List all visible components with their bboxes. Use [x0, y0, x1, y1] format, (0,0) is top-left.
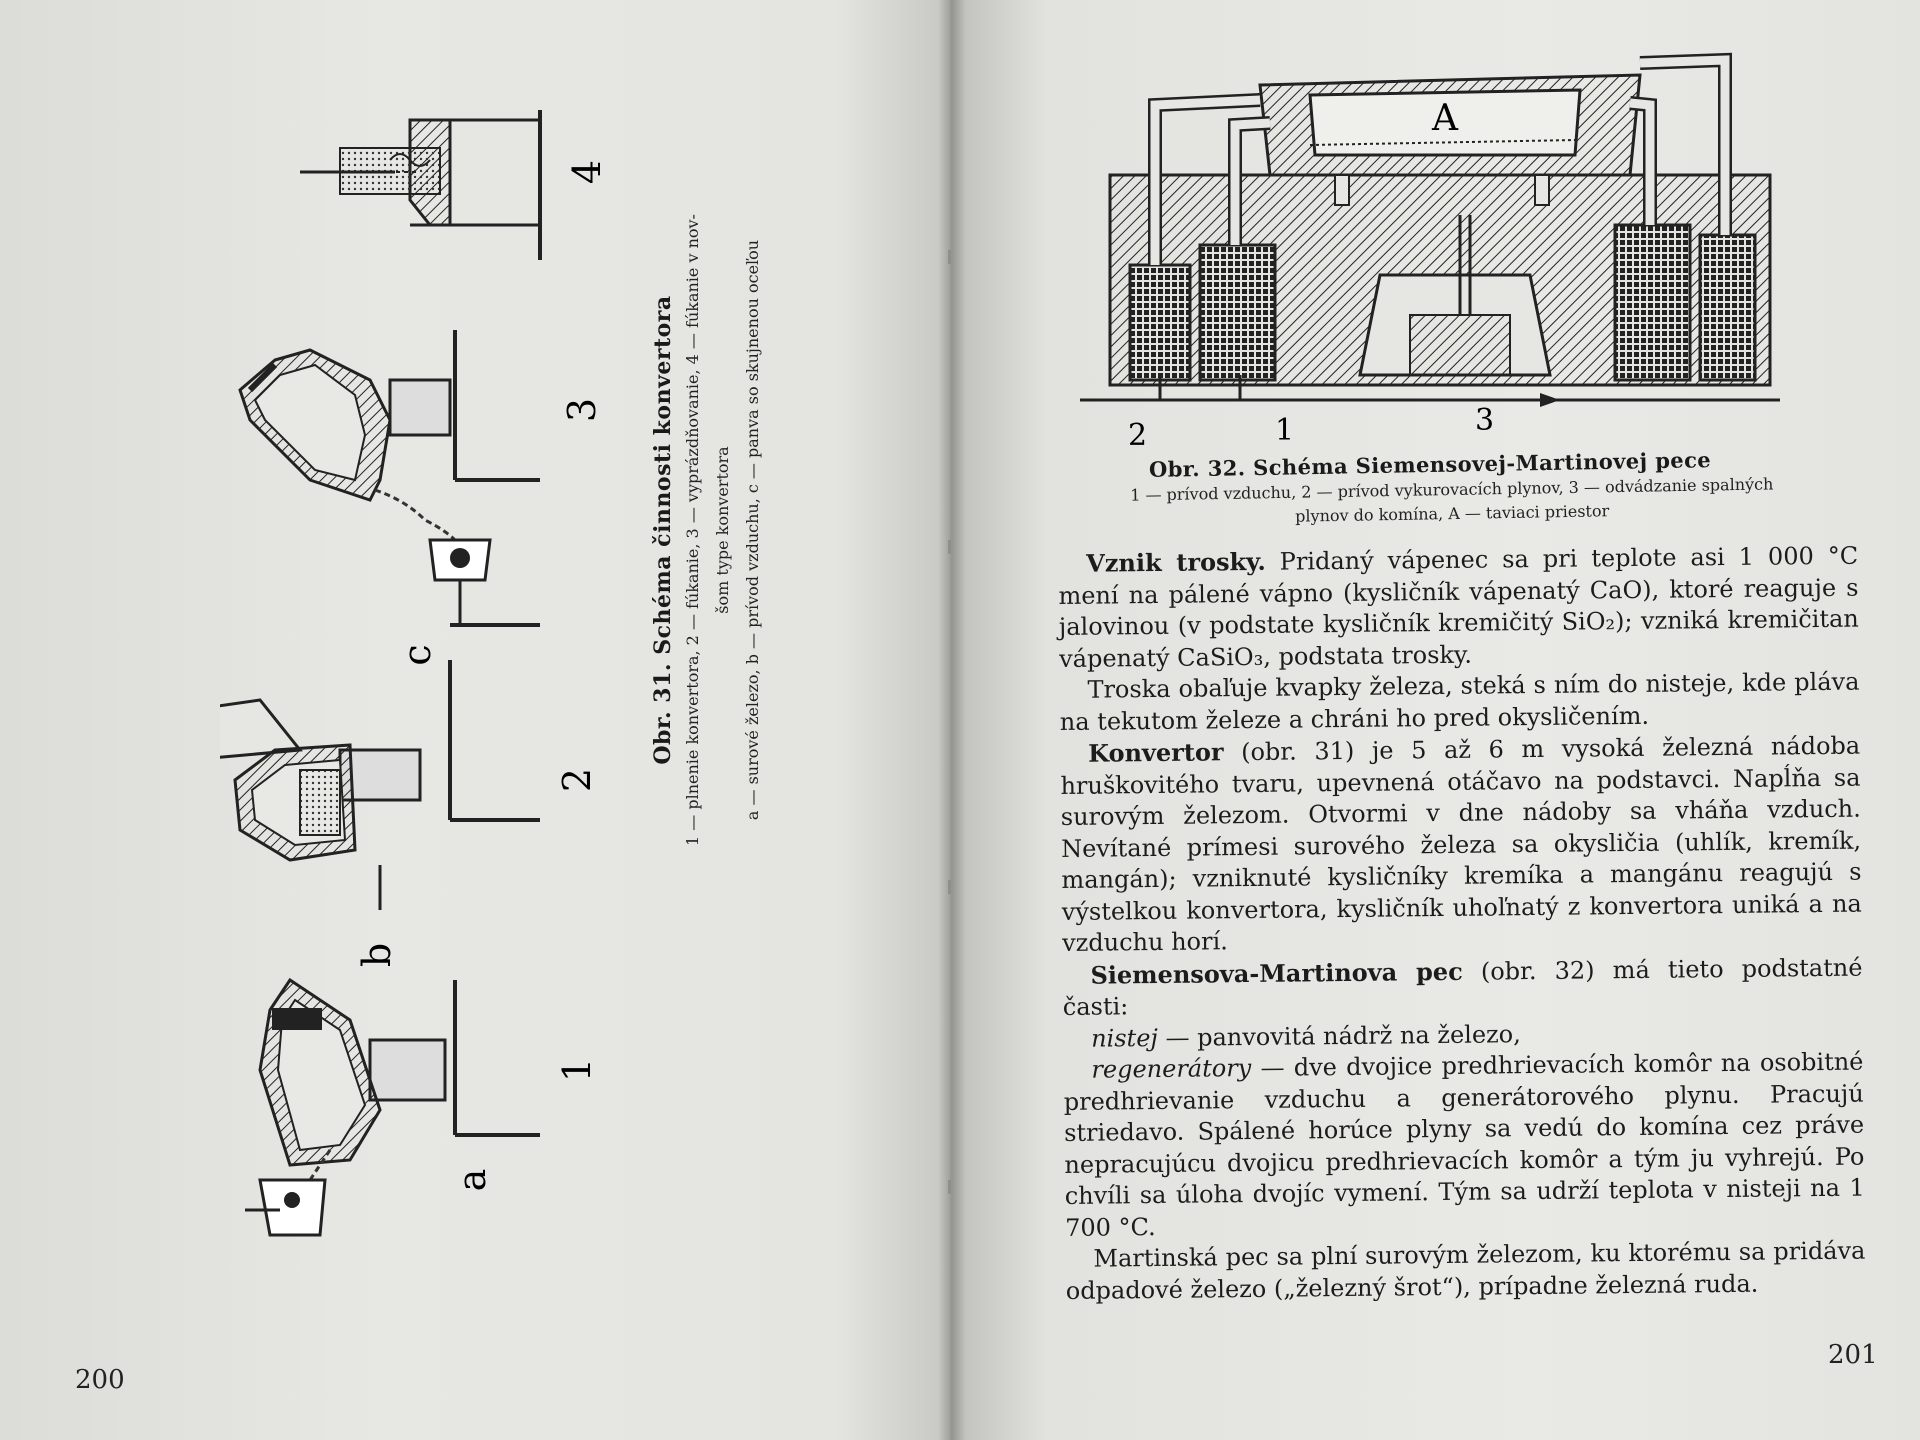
- stage-4-label: 4: [565, 160, 609, 184]
- figure-31-title: Obr. 31. Schéma činnosti konvertora: [650, 295, 676, 765]
- paragraph-siemens-martin: Siemensova-Martinova pec (obr. 32) má ti…: [1062, 951, 1863, 1023]
- figure-31-line-2: šom type konvertora: [713, 446, 732, 614]
- binding-stitch: [948, 540, 951, 554]
- siemens-martin-furnace-diagram: A 2 1 3: [1080, 52, 1780, 453]
- paragraph-slag: Vznik trosky. Pridaný vápenec sa pri tep…: [1058, 540, 1859, 675]
- label-a: a: [450, 1169, 494, 1192]
- stage-4-converter: [300, 110, 542, 260]
- paragraph-open-hearth: Martinská pec sa plní surovým železom, k…: [1065, 1236, 1866, 1305]
- term-converter: Konvertor: [1087, 737, 1224, 768]
- page-number-right: 201: [1828, 1340, 1878, 1370]
- paragraph-converter: Konvertor (obr. 31) je 5 až 6 m vysoká ž…: [1060, 730, 1862, 960]
- term-slag: Vznik trosky.: [1086, 546, 1266, 578]
- furnace-label-2: 2: [1128, 418, 1147, 453]
- stage-3-converter: [238, 330, 540, 627]
- body-text: Vznik trosky. Pridaný vápenec sa pri tep…: [1058, 540, 1866, 1307]
- binding-stitch: [948, 250, 951, 264]
- hearth-label-A: A: [1431, 98, 1459, 139]
- term-hearth: nistej: [1090, 1023, 1159, 1053]
- figure-31-caption: Obr. 31. Schéma činnosti konvertora 1 — …: [650, 60, 766, 1000]
- label-c: c: [395, 644, 439, 665]
- converter-diagram: 4 3 c: [220, 110, 609, 1237]
- book-gutter: [938, 0, 966, 1440]
- stage-2-converter: [220, 660, 540, 910]
- furnace-label-3: 3: [1475, 403, 1494, 438]
- figure-31-line-3: a — surové železo, b — prívod vzduchu, c…: [743, 239, 762, 821]
- binding-stitch: [948, 1180, 951, 1194]
- furnace-label-1: 1: [1275, 413, 1294, 448]
- binding-stitch: [948, 880, 951, 894]
- stage-2-label: 2: [555, 768, 599, 792]
- stage-3-label: 3: [560, 398, 604, 422]
- stage-1-converter: [245, 977, 540, 1237]
- label-b: b: [355, 943, 399, 967]
- paragraph-slag-2: Troska obaľuje kvapky železa, steká s ní…: [1059, 667, 1860, 736]
- figure-31-line-1: 1 — plnenie konvertora, 2 — fúkanie, 3 —…: [683, 214, 702, 846]
- stage-1-label: 1: [555, 1058, 599, 1082]
- page-number-left: 200: [75, 1365, 125, 1395]
- left-page: 4 3 c: [0, 0, 950, 1440]
- term-siemens-martin: Siemensova-Martinova pec: [1090, 956, 1463, 990]
- paragraph-hearth-text: — panvovitá nádrž na železo,: [1157, 1019, 1521, 1052]
- term-regenerators: regenerátory: [1091, 1054, 1252, 1084]
- paragraph-regenerators: regenerátory — dve dvojice predhrievacíc…: [1063, 1047, 1865, 1244]
